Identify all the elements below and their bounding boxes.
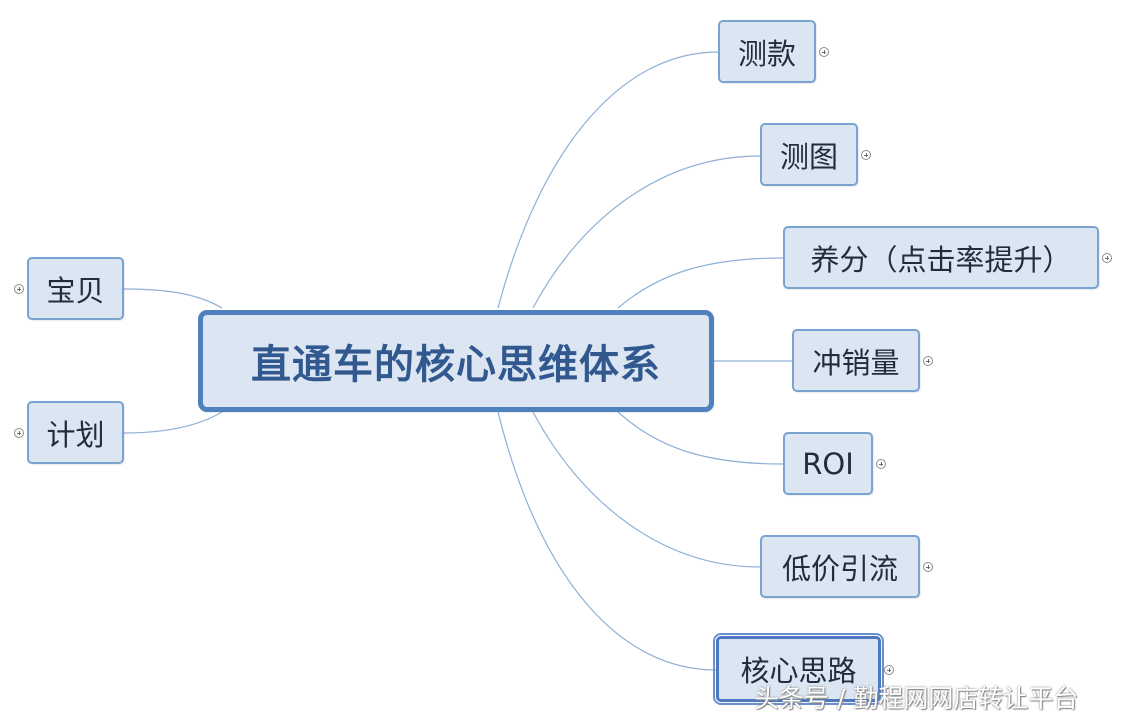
plus-circle-icon[interactable] xyxy=(876,459,886,469)
topic-核心思路[interactable]: 核心思路 xyxy=(713,633,884,705)
plus-circle-icon[interactable] xyxy=(1102,253,1112,263)
topic-roi[interactable]: ROI xyxy=(783,432,873,495)
connector-to-测款 xyxy=(497,51,719,309)
central-topic[interactable]: 直通车的核心思维体系 xyxy=(198,310,714,412)
topic-宝贝[interactable]: 宝贝 xyxy=(27,257,124,320)
connector-to-核心思路 xyxy=(497,411,717,671)
plus-circle-icon[interactable] xyxy=(14,428,24,438)
topic-养分[interactable]: 养分（点击率提升） xyxy=(783,226,1099,289)
topic-测款[interactable]: 测款 xyxy=(718,20,816,83)
plus-circle-icon[interactable] xyxy=(14,284,24,294)
connector-to-低价引流 xyxy=(532,411,761,568)
topic-测图[interactable]: 测图 xyxy=(760,123,858,186)
topic-冲销量[interactable]: 冲销量 xyxy=(792,329,920,392)
plus-circle-icon[interactable] xyxy=(884,665,894,675)
plus-circle-icon[interactable] xyxy=(923,356,933,366)
topic-低价引流[interactable]: 低价引流 xyxy=(760,535,920,598)
watermark-text: 头条号 / 勤程网网店转让平台 xyxy=(754,684,1079,713)
connector-to-计划 xyxy=(123,411,223,434)
connector-to-测图 xyxy=(532,155,761,309)
plus-circle-icon[interactable] xyxy=(923,562,933,572)
connector-to-宝贝 xyxy=(123,288,223,309)
plus-circle-icon[interactable] xyxy=(819,47,829,57)
topic-计划[interactable]: 计划 xyxy=(27,401,124,464)
connector-to-roi xyxy=(617,411,784,465)
plus-circle-icon[interactable] xyxy=(861,150,871,160)
connector-to-养分 xyxy=(617,257,784,309)
